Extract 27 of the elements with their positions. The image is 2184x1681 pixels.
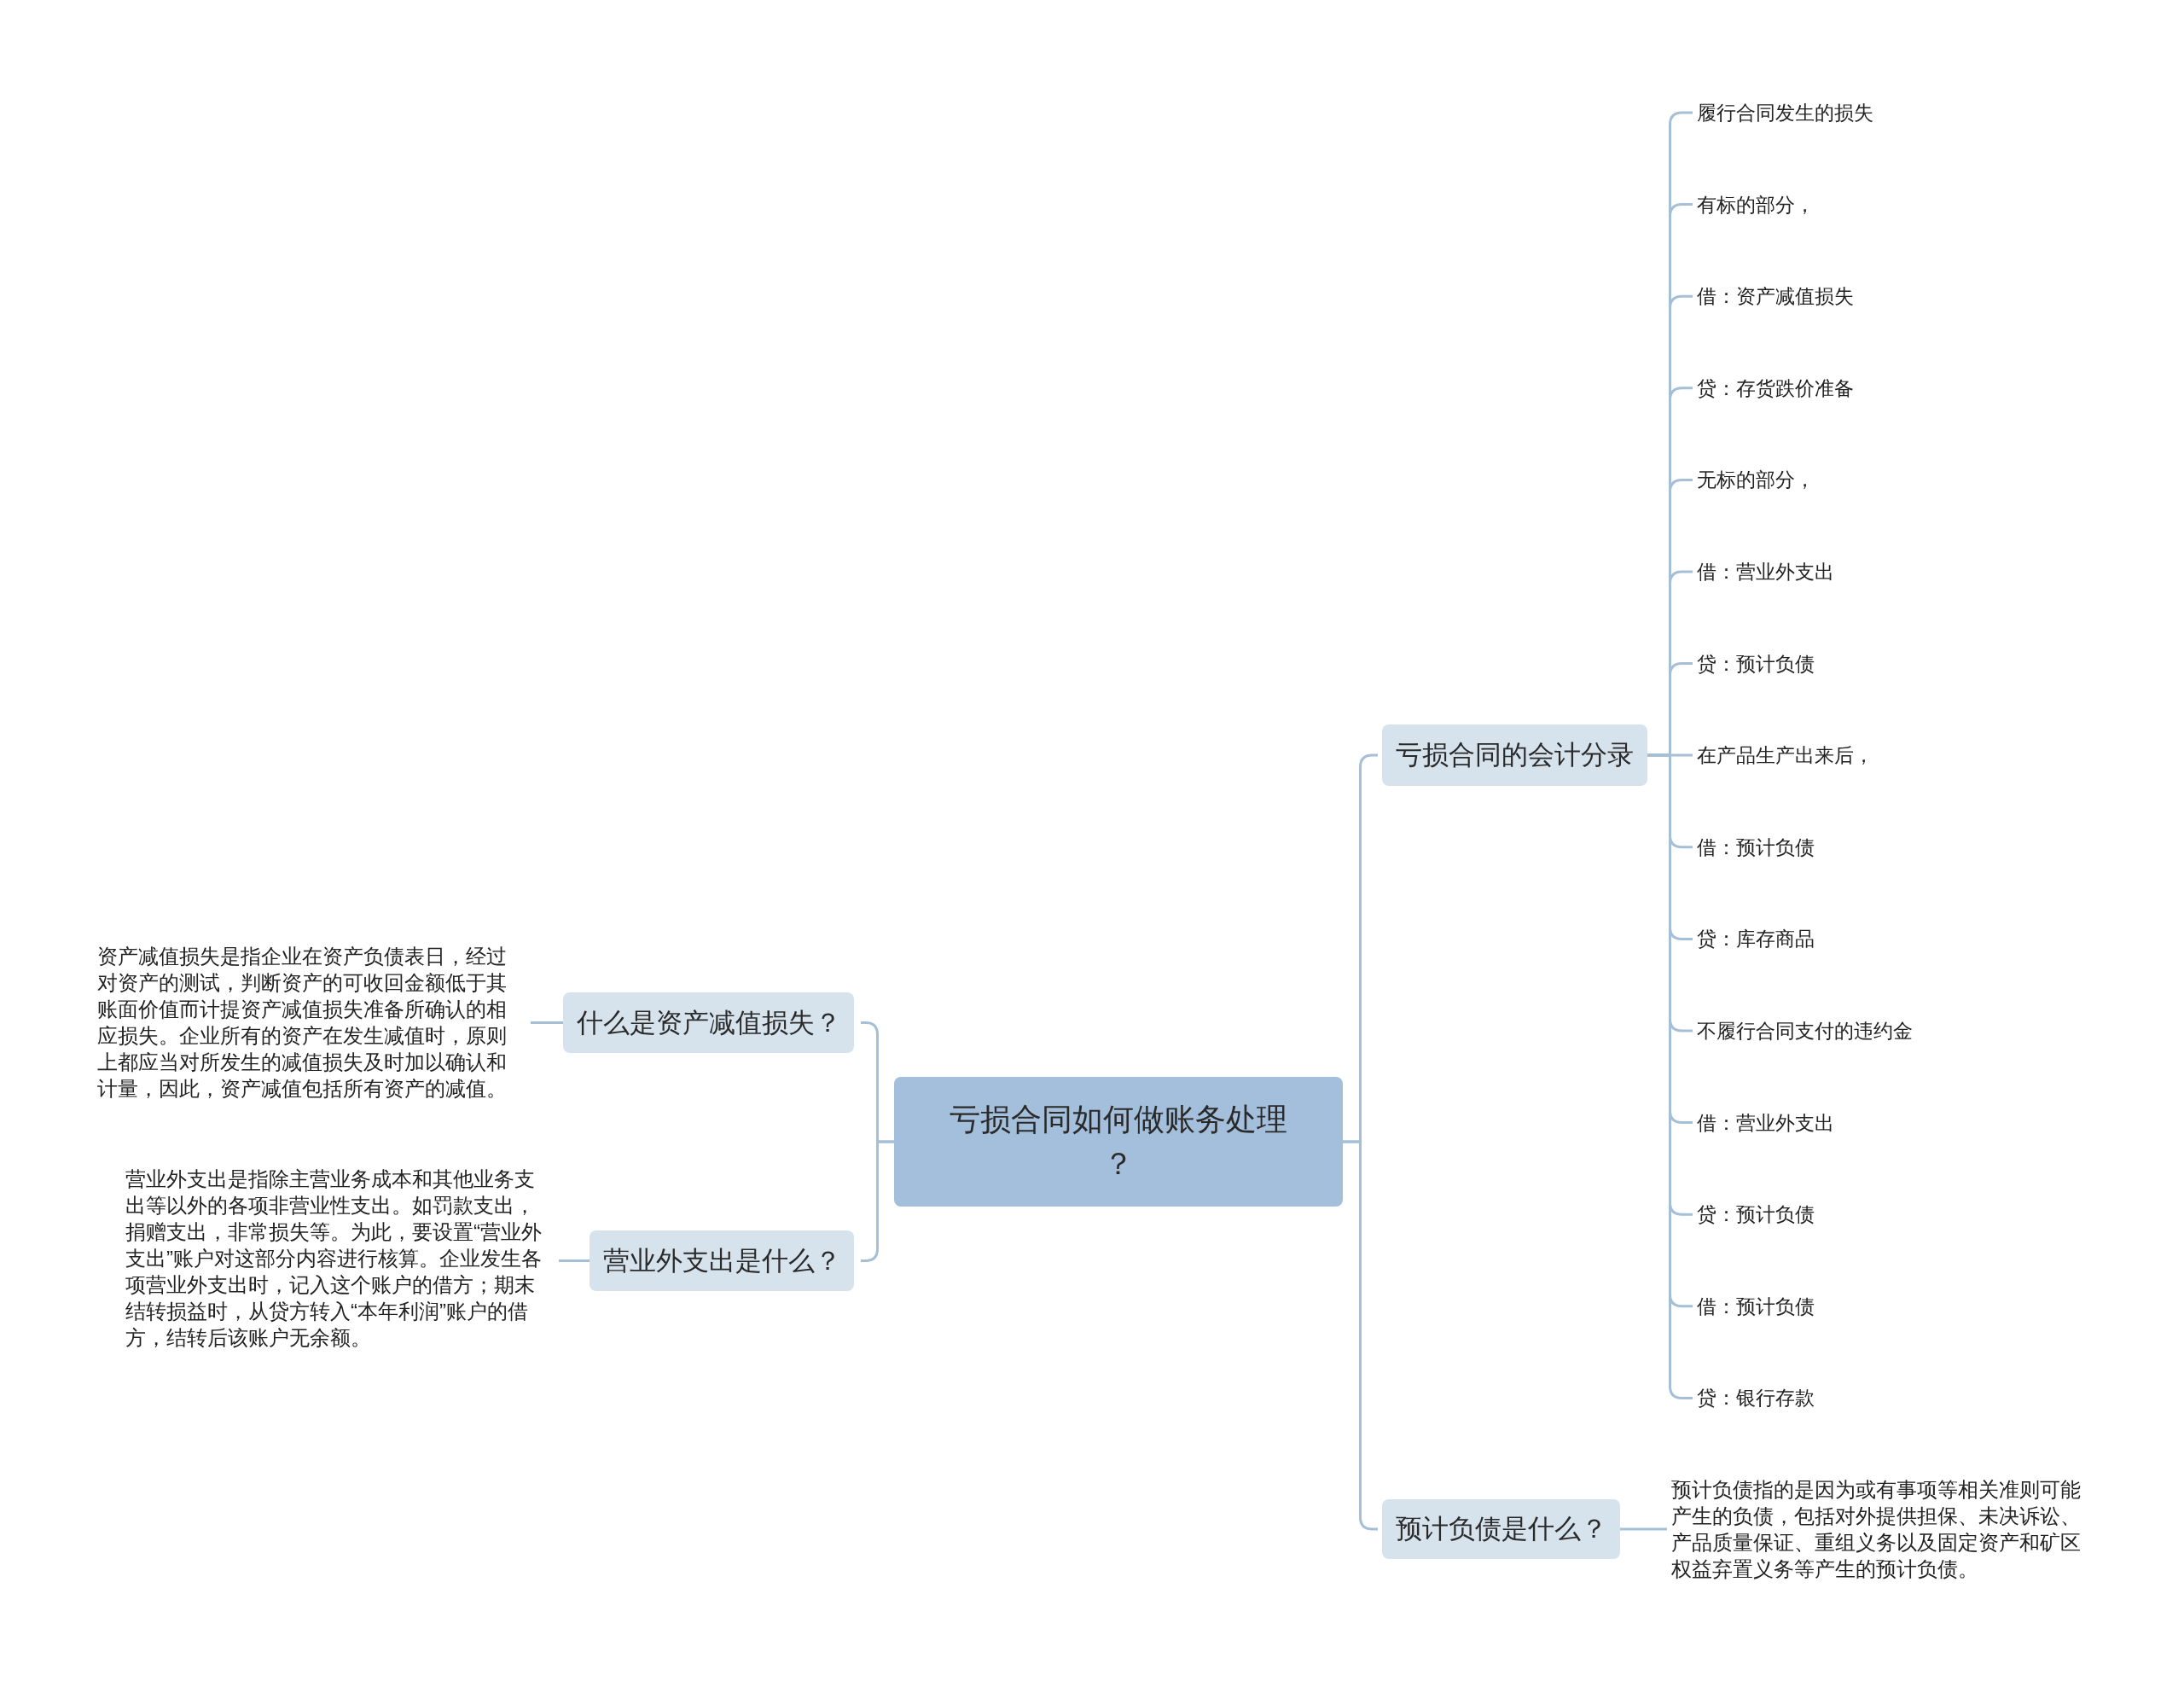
connector-line — [531, 1021, 563, 1024]
topic-box: 预计负债是什么？ — [1382, 1499, 1620, 1559]
topic-box: 营业外支出是什么？ — [590, 1230, 854, 1291]
leaf-text: 在产品生产出来后， — [1697, 742, 1873, 769]
leaf-text: 借：资产减值损失 — [1697, 283, 1854, 310]
leaf-text: 贷：银行存款 — [1697, 1385, 1815, 1411]
description-text: 预计负债指的是因为或有事项等相关准则可能产生的负债，包括对外提供担保、未决诉讼、产品质量保证、重组义务以及固定资产和矿区权益弃置义务等产生的预计负债。 — [1671, 1476, 2098, 1582]
leaf-text: 贷：存货跌价准备 — [1697, 375, 1854, 401]
leaf-text: 履行合同发生的损失 — [1697, 100, 1873, 125]
description-text: 资产减值损失是指企业在资产负债表日，经过对资产的测试，判断资产的可收回金额低于其账面价值而计提资产减值损失准备所确认的相应损失。企业所有的资产在发生减值时，原则上都应当对所发生的减值损失及时加以确认和计量，因此，资产减值包括所有资产的减值。 — [97, 943, 524, 1102]
leaf-text: 借：营业外支出 — [1697, 1109, 1834, 1136]
topic-box: 亏损合同的会计分录 — [1382, 724, 1647, 786]
leaf-text: 借：预计负债 — [1697, 834, 1815, 860]
leaf-text: 无标的部分， — [1697, 467, 1815, 493]
connector-line — [559, 1259, 590, 1262]
leaf-text: 贷：预计负债 — [1697, 650, 1815, 677]
leaf-text: 贷：预计负债 — [1697, 1201, 1815, 1228]
connector-line — [1343, 1140, 1378, 1531]
central-topic-box: 亏损合同如何做账务处理？ — [894, 1077, 1343, 1207]
leaf-text: 有标的部分， — [1697, 191, 1815, 218]
leaf-text: 不履行合同支付的违约金 — [1697, 1018, 1913, 1044]
leaf-text: 借：营业外支出 — [1697, 559, 1834, 585]
leaf-text: 贷：库存商品 — [1697, 926, 1815, 952]
leaf-text: 借：预计负债 — [1697, 1293, 1815, 1319]
description-text: 营业外支出是指除主营业务成本和其他业务支出等以外的各项非营业性支出。如罚款支出，捐赠支出，非常损失等。为此，要设置“营业外支出”账户对这部分内容进行核算。企业发生各项营业外支出时，记入这个账户的借方；期末结转损益时，从贷方转入“本年利润”账户的借方，结转后该账户无余额。 — [125, 1166, 552, 1351]
topic-box: 什么是资产减值损失？ — [563, 992, 854, 1053]
connector-line — [1620, 1527, 1667, 1531]
